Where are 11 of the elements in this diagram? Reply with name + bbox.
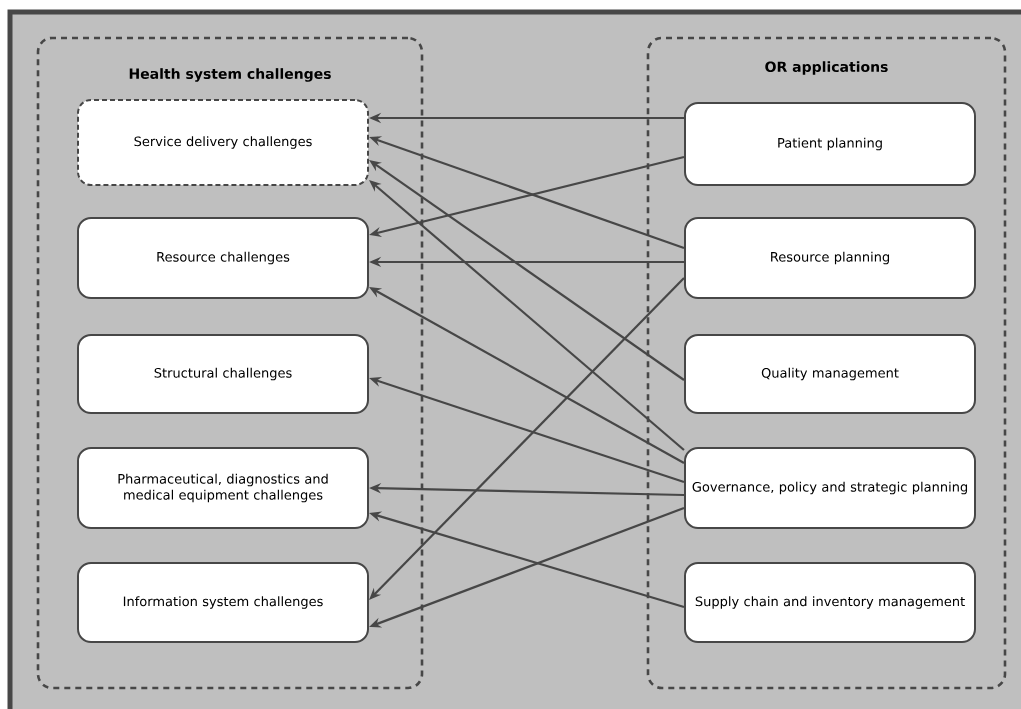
- text-box: Resource challenges: [77, 217, 369, 299]
- text-box: Resource planning: [684, 217, 976, 299]
- text-box: Supply chain and inventory management: [684, 562, 976, 643]
- text-box: Quality management: [684, 334, 976, 414]
- text-box: Patient planning: [684, 102, 976, 186]
- text-box: Structural challenges: [77, 334, 369, 414]
- text-box: Information system challenges: [77, 562, 369, 643]
- text-box: Governance, policy and strategic planning: [684, 447, 976, 529]
- arrow: [369, 277, 685, 600]
- text-box: Service delivery challenges: [77, 99, 369, 186]
- text-box: Pharmaceutical, diagnostics and medical equipment challenges: [77, 447, 369, 529]
